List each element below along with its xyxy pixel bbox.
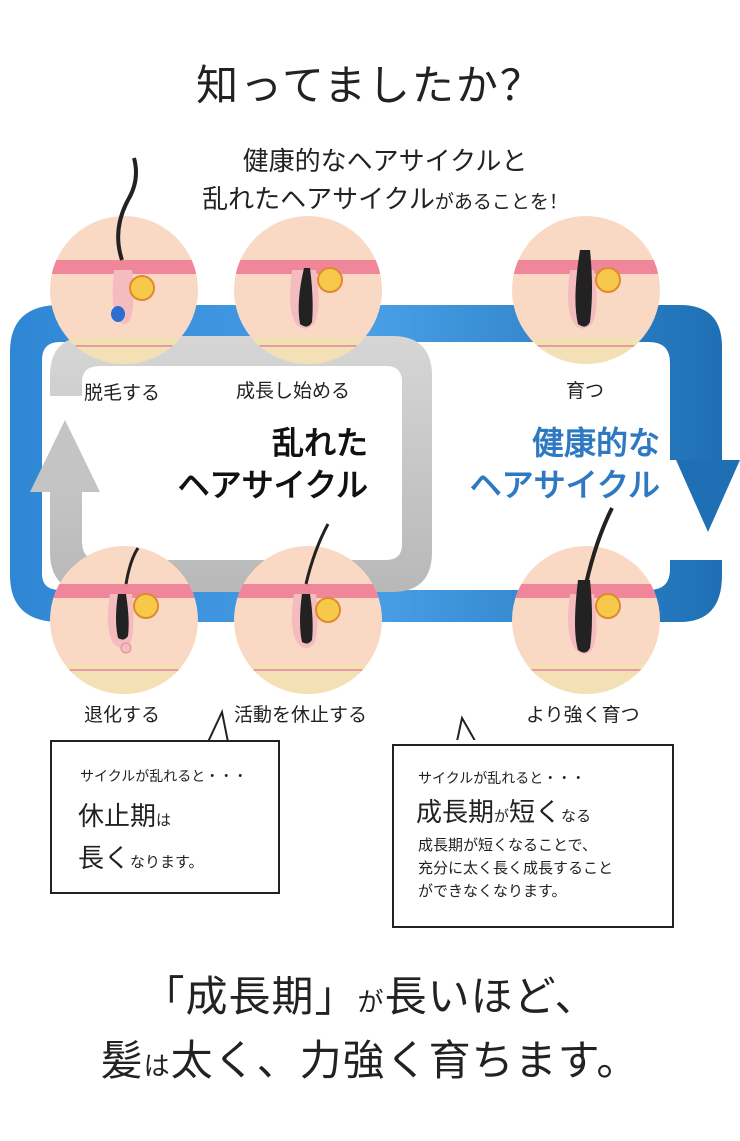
intro-line-2-small: があることを！ xyxy=(434,191,568,213)
skin-grow-stronger xyxy=(512,507,660,694)
stage-label-regression: 退化する xyxy=(84,704,161,726)
callout-right-headline-a: 成長期 xyxy=(416,798,495,828)
skin-grow xyxy=(512,216,660,364)
conclusion-line-2: 髪は太く、力強く育ちます。 xyxy=(0,1032,740,1096)
intro-line-2: 乱れたヘアサイクルがあることを！ xyxy=(150,181,620,221)
callout-left-lead: サイクルが乱れると・・・ xyxy=(80,769,248,785)
hair-cycle-diagram xyxy=(10,157,740,740)
stage-label-resting: 活動を休止する xyxy=(234,704,368,726)
callout-left-line-2-small: なります。 xyxy=(130,853,204,871)
callout-left-line-2: 長くなります。 xyxy=(78,838,204,875)
intro-line-1: 健康的なヘアサイクルと xyxy=(242,147,528,177)
callout-left-pointer xyxy=(207,708,229,740)
callout-left-line-1: 休止期は xyxy=(78,796,171,833)
healthy-cycle-label: 健康的な ヘアサイクル xyxy=(420,422,660,506)
conclusion-line-1-small: が xyxy=(357,988,385,1018)
callout-right-headline-b: 短く xyxy=(509,798,562,828)
disrupted-cycle-label-line-2: ヘアサイクル xyxy=(177,466,368,504)
conclusion-line-2-rest: 太く、力強く育ちます。 xyxy=(170,1036,640,1085)
healthy-cycle-label-line-2: ヘアサイクル xyxy=(469,466,660,504)
conclusion-line-2-a: 髪 xyxy=(100,1036,144,1085)
stage-label-grow-stronger: より強く育つ xyxy=(526,704,640,726)
disrupted-cycle-label-line-1: 乱れた xyxy=(271,424,368,462)
stage-label-growth-start: 成長し始める xyxy=(236,380,351,402)
callout-right-body: 成長期が短くなることで、 充分に太く長く成長すること ができなくなります。 xyxy=(418,834,613,903)
callout-right-pointer xyxy=(456,715,476,740)
callout-right-headline-b-small: なる xyxy=(561,807,592,825)
callout-right-headline-a-small: が xyxy=(494,807,510,825)
disrupted-cycle-label: 乱れた ヘアサイクル xyxy=(120,422,368,506)
skin-resting xyxy=(234,523,382,694)
conclusion-text: 「成長期」が長いほど、 髪は太く、力強く育ちます。 xyxy=(0,968,740,1096)
skin-growth-start xyxy=(234,216,382,364)
callout-right-lead: サイクルが乱れると・・・ xyxy=(418,771,586,787)
conclusion-line-1: 「成長期」が長いほど、 xyxy=(0,968,740,1032)
callout-right-headline: 成長期が短くなる xyxy=(416,792,591,829)
callout-left-line-1-main: 休止期 xyxy=(78,802,157,832)
callout-right-body-line-3: ができなくなります。 xyxy=(418,882,567,900)
healthy-cycle-label-line-1: 健康的な xyxy=(531,424,660,462)
intro-text: 健康的なヘアサイクルと 乱れたヘアサイクルがあることを！ xyxy=(150,143,620,221)
page-title: 知ってましたか？ xyxy=(196,61,544,110)
stage-label-grow: 育つ xyxy=(566,380,605,402)
stage-label-hair-loss: 脱毛する xyxy=(84,382,161,404)
conclusion-line-2-small: は xyxy=(143,1052,171,1082)
callout-right-body-line-1: 成長期が短くなることで、 xyxy=(418,836,597,854)
callout-right-body-line-2: 充分に太く長く成長すること xyxy=(418,859,614,877)
callout-resting-longer: サイクルが乱れると・・・ 休止期は 長くなります。 xyxy=(50,740,280,894)
intro-line-2-main: 乱れたヘアサイクル xyxy=(202,185,435,215)
callout-left-line-1-small: は xyxy=(156,811,172,829)
conclusion-line-1-rest: 長いほど、 xyxy=(384,972,598,1021)
callout-growth-shorter: サイクルが乱れると・・・ 成長期が短くなる 成長期が短くなることで、 充分に太く… xyxy=(392,744,674,928)
conclusion-line-1-main: 「成長期」 xyxy=(142,972,358,1021)
callout-left-line-2-main: 長く xyxy=(78,844,131,874)
